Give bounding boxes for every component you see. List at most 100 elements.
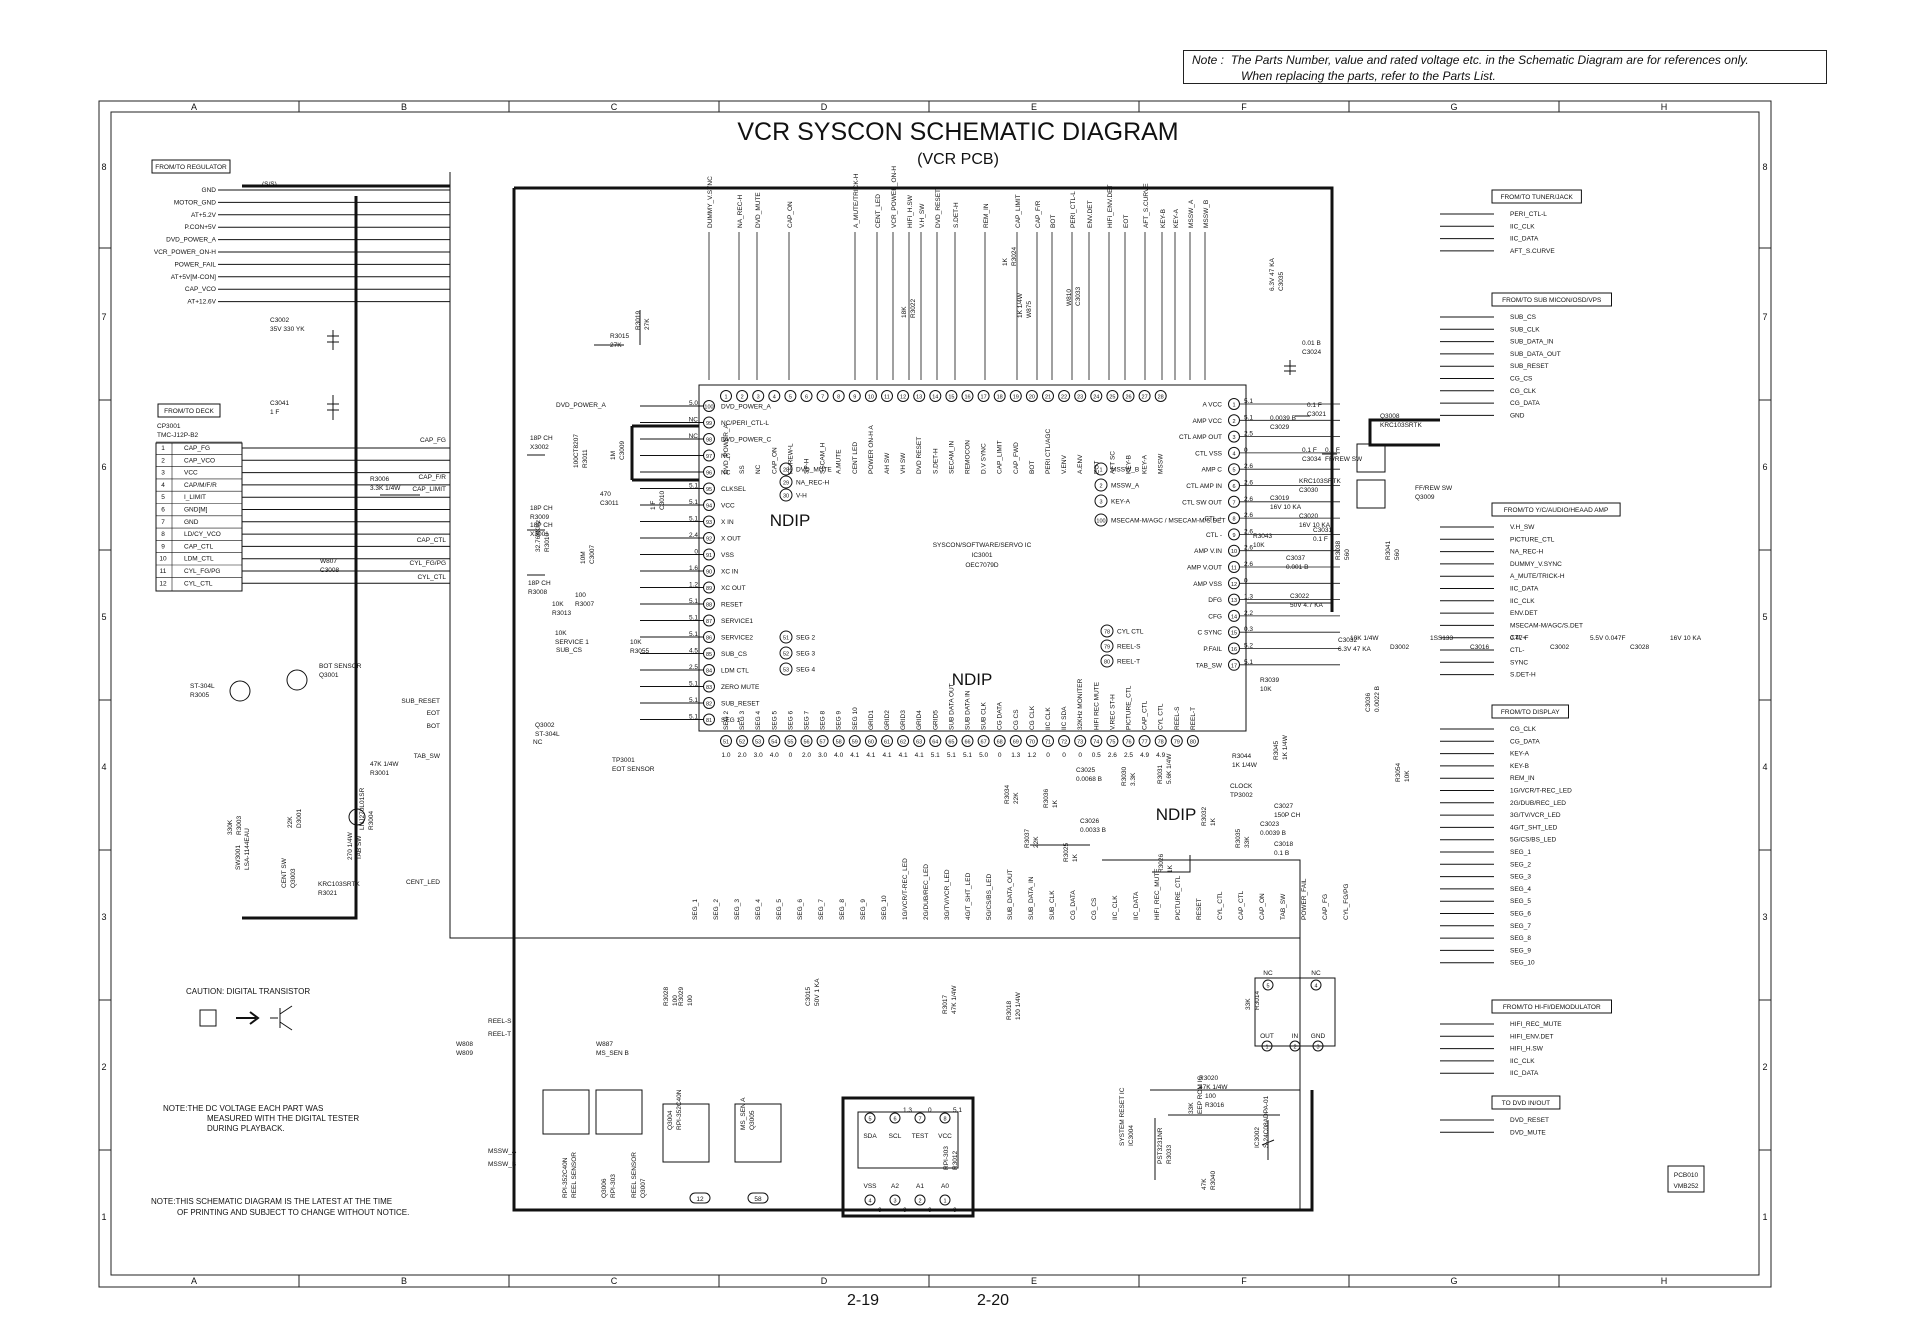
right-group-header-from-to-y-c-audio-heaad-amp: FROM/TO Y/C/AUDIO/HEAAD AMP	[1504, 507, 1609, 514]
component-r3025: R3025	[1063, 842, 1070, 862]
eeprom-pin-number: 8	[943, 1117, 946, 1123]
bottom-signal-reset: RESET	[1196, 898, 1203, 920]
right-signal-cg-clk: CG_CLK	[1510, 388, 1537, 395]
schematic-frame	[98, 100, 1772, 1288]
regulator-header: FROM/TO REGULATOR	[155, 164, 227, 171]
component-1-f: 1 F	[650, 501, 657, 510]
ic-left-pin-service1: SERVICE1	[721, 618, 753, 625]
ic-left-pin-voltage: 1.6	[689, 565, 698, 572]
component-cent-sw: CENT SW	[281, 857, 288, 888]
eeprom-pin-voltage: 0	[953, 1207, 957, 1214]
ic-left-pin-number: 84	[706, 669, 712, 675]
ic-bottom-pin-number: 51	[723, 740, 729, 746]
bottom-signal-seg-8: SEG_8	[839, 899, 846, 920]
net-label-reel-t: REEL-T	[488, 1031, 511, 1038]
component-sw3001: SW3001	[235, 845, 242, 870]
deck-pin-signal-vcc: VCC	[184, 470, 198, 477]
right-group-header-box	[1491, 502, 1621, 517]
ic-callout-mssw-a: MSSW_A	[1111, 483, 1140, 490]
grid-col-top: C	[611, 102, 618, 112]
ic-callout-number: 53	[783, 668, 789, 674]
component-10k: 10K	[1260, 686, 1272, 693]
reset-pin-number: 2	[1293, 1045, 1296, 1051]
component-tp3002: TP3002	[1230, 792, 1253, 799]
regulator-signal-cap-vco: CAP_VCO	[185, 286, 216, 293]
ic-callout-seg-3: SEG 3	[796, 651, 816, 658]
deck-pin-number: 4	[161, 482, 165, 489]
deck-pin-signal-gnd: GND	[184, 519, 199, 526]
grid-row-left: 4	[101, 762, 106, 772]
right-group-header-to-dvd-in-out: TO DVD IN/OUT	[1502, 1100, 1550, 1107]
ic-callout-key-a: KEY-A	[1111, 499, 1131, 506]
ic-callout-number: 3	[1099, 500, 1102, 506]
ic-top-pin-a-mute: A.MUTE	[836, 449, 843, 474]
component-0-1-f: 0.1 F	[1313, 536, 1328, 543]
ic-callout-number: 80	[1104, 660, 1110, 666]
ic-bottom-pin-number: 60	[868, 740, 874, 746]
top-signal-key-b: KEY-B	[1160, 209, 1167, 228]
ic-right-pin-dfg: DFG	[1208, 597, 1222, 604]
right-signal-seg-4: SEG_4	[1510, 886, 1531, 893]
ic-bottom-pin-number: 52	[739, 740, 745, 746]
component-eep-rom-ic: EEP ROM IC	[1197, 1076, 1204, 1114]
ic-bottom-pin-circle	[752, 735, 765, 747]
ss-label: (S/S)	[262, 181, 277, 188]
right-signal-dummy-v-sync: DUMMY_V.SYNC	[1510, 561, 1562, 568]
bottom-signal-3g-tv-vcr-led: 3G/TV/VCR_LED	[944, 869, 951, 920]
deck-pin-signal-cyl-fg-pg: CYL_FG/PG	[184, 568, 220, 575]
ic-bottom-pin-number: 67	[981, 740, 987, 746]
deck-pin-number: 8	[161, 531, 165, 538]
ic-top-pin-number: 15	[948, 395, 954, 401]
diagram-subtitle: (VCR PCB)	[917, 151, 999, 168]
caution-text: CAUTION: DIGITAL TRANSISTOR	[186, 987, 310, 996]
right-signal-cg-cs: CG_CS	[1510, 376, 1533, 383]
ic-top-pin-circle	[945, 390, 958, 402]
ic-right-pin-ctl: CTL +	[1204, 516, 1222, 523]
ic-left-pin-nc: NC	[721, 453, 731, 460]
component-x3002: X3002	[530, 444, 549, 451]
right-signal-seg-1: SEG_1	[1510, 849, 1531, 856]
component-st-304l: ST-304L	[190, 683, 215, 690]
net-label-eot: EOT	[427, 710, 440, 717]
right-signal-3g-tv-vcr-led: 3G/TV/VCR_LED	[1510, 812, 1561, 819]
ic-top-pin-circle	[816, 390, 829, 402]
ic-bottom-pin-circle	[913, 735, 926, 747]
ic-right-pin-voltage: 2.6	[1244, 463, 1253, 470]
bottom-signal-cap-ctl: CAP_CTL	[1238, 890, 1245, 920]
ic-right-pin-amp-c: AMP C	[1202, 467, 1223, 474]
bottom-signal-seg-6: SEG_6	[797, 899, 804, 920]
ic-right-pin-number: 15	[1231, 631, 1237, 637]
ic-right-pin-number: 2	[1232, 419, 1235, 425]
ic-left-pin-circle	[703, 548, 715, 561]
ic-bottom-pin-number: 71	[1045, 740, 1051, 746]
page-number-left: 2-19	[847, 1292, 880, 1309]
ic-right-pin-circle	[1228, 528, 1240, 541]
net-label-cap-ctl: CAP_CTL	[417, 537, 447, 544]
ic-callout-circle	[1100, 639, 1114, 653]
grid-row-right: 1	[1762, 1212, 1767, 1222]
top-signal-hifi-env-det: HIFI_ENV.DET	[1107, 185, 1114, 228]
ic-bottom-pin-circle	[1025, 735, 1038, 747]
ic-top-pin-peri-ctl-agc: PERI CTL/AGC	[1045, 429, 1052, 474]
deck-pin-signal-cap-fg: CAP_FG	[184, 445, 210, 452]
component-r3007: R3007	[575, 601, 595, 608]
regulator-signal-at-5v-m-con: AT+5V[M-CON]	[171, 274, 216, 281]
right-group-header-from-to-sub-micon-osd-vps: FROM/TO SUB MICON/OSD/VPS	[1502, 297, 1602, 304]
ic-bottom-pin-voltage: 1.0	[721, 752, 730, 759]
ic-top-pin-ss: SS	[739, 465, 746, 474]
ic-bottom-pin-voltage: 4.1	[915, 752, 924, 759]
ic-bottom-pin-number: 57	[820, 740, 826, 746]
ic-callout-mssw-b: MSSW_B	[1111, 467, 1139, 474]
component-47k-1-4w: 47K 1/4W	[1199, 1084, 1228, 1091]
ic-right-pin-number: 6	[1232, 484, 1235, 490]
deck-connector-part: TMC-J12P-B2	[157, 432, 199, 439]
ic-left-pin-circle	[703, 697, 715, 709]
component-c3022: C3022	[1290, 593, 1310, 600]
regulator-signal-power-fail: POWER_FAIL	[174, 261, 216, 268]
ic-bottom-pin-circle	[945, 735, 958, 747]
ic-bottom-pin-number: 68	[997, 740, 1003, 746]
ic-right-pin-voltage: 2.6	[1244, 545, 1253, 552]
right-signal-sync: SYNC	[1510, 659, 1528, 666]
component-krc103srtk: KRC103SRTK	[1299, 478, 1341, 485]
component-r3045: R3045	[1273, 740, 1280, 760]
